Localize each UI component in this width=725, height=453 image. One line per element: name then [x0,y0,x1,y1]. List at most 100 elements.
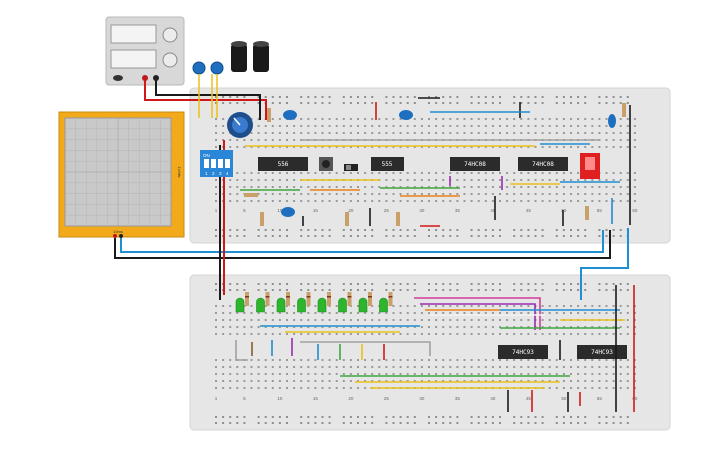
top-board-wires [240,97,631,227]
led[interactable] [358,297,368,313]
column-number: 55 [597,396,603,401]
column-number: 40 [490,208,496,213]
trimmer-1 [192,61,206,75]
chip-555[interactable]: 555 [371,157,404,171]
chip-74hc93-1[interactable]: 74HC93 [498,345,548,359]
power-button[interactable] [113,75,123,81]
dip-num-2: 2 [212,171,215,176]
column-number: 10 [277,208,283,213]
column-number: 35 [455,208,461,213]
column-number: 15 [313,208,319,213]
column-number: 5 [243,396,246,401]
blue-trimmers[interactable] [192,61,224,118]
column-number: 30 [419,208,425,213]
led[interactable] [338,297,347,313]
resistor-band [327,296,331,298]
red-slide-switch[interactable] [580,153,600,179]
chip-74hc93-2-label: 74HC93 [591,349,613,356]
column-number: 25 [384,208,390,213]
column-number: 30 [419,396,425,401]
led-resistor[interactable] [388,292,393,306]
chip-74hc93-1-label: 74HC93 [512,349,534,356]
column-number: 1 [215,396,218,401]
resistor-band [347,296,352,298]
led-resistor[interactable] [245,292,249,306]
trimmer-2 [210,61,224,75]
small-slide-switch[interactable] [344,164,358,171]
resistor-band [245,296,249,298]
led-resistor[interactable] [327,292,331,306]
led[interactable] [379,297,388,313]
dip-num-1: 1 [205,171,208,176]
led[interactable] [276,297,286,313]
led[interactable] [235,297,245,313]
oscilloscope-grid [65,118,171,226]
oscilloscope-probe-minus[interactable] [119,234,123,238]
voltage-knob[interactable] [162,27,178,43]
resistor-band [368,296,372,298]
wire-link-blue [580,228,629,300]
current-knob[interactable] [162,52,178,68]
led-resistor[interactable] [368,292,372,306]
oscilloscope-bottom-label: 10ms [113,229,123,234]
bottom-board-wires [235,285,635,412]
dip-num-3: 3 [219,171,222,176]
led[interactable] [297,297,306,313]
led-resistor[interactable] [265,292,270,306]
oscilloscope-probe-plus[interactable] [113,234,117,238]
column-number: 1 [215,208,218,213]
wire-osc-black [114,230,611,259]
resistors-top[interactable] [244,103,626,226]
column-number: 60 [632,396,638,401]
led[interactable] [256,297,265,313]
chip-74hc08-2-label: 74HC08 [532,161,554,168]
oscilloscope[interactable]: 1V/div 10ms [58,111,185,238]
led-resistor[interactable] [306,292,311,306]
chip-556-label: 556 [278,161,289,168]
column-number: 50 [561,208,567,213]
chip-556[interactable]: 556 [258,157,308,171]
column-number: 15 [313,396,319,401]
resistor-band [286,296,290,298]
ceramic-capacitors[interactable] [281,110,616,217]
minus-terminal[interactable] [153,75,159,81]
chip-74hc08-1[interactable]: 74HC08 [450,157,500,171]
resistor-band [388,296,393,298]
column-number: 45 [526,208,532,213]
column-number: 45 [526,396,532,401]
wire-supply-black [155,80,261,120]
dip-switch[interactable]: ON 1 2 3 4 [200,150,233,177]
chip-74hc08-2[interactable]: 74HC08 [518,157,568,171]
led-resistor[interactable] [347,292,352,306]
led[interactable] [317,297,327,313]
dip-num-4: 4 [226,171,229,176]
column-number: 50 [561,396,567,401]
wire-supply-red [144,80,267,120]
resistor-band [265,296,270,298]
column-number: 35 [455,396,461,401]
wire-osc-blue [120,230,604,253]
led-bank[interactable] [235,292,393,313]
column-number: 10 [277,396,283,401]
chip-74hc93-2[interactable]: 74HC93 [577,345,627,359]
push-button[interactable] [319,157,333,171]
oscilloscope-side-label: 1V/div [177,166,182,177]
column-number: 20 [348,208,354,213]
potentiometer[interactable] [227,112,253,138]
dip-on-label: ON [203,153,210,158]
column-number: 40 [490,396,496,401]
column-number: 55 [597,208,603,213]
chip-74hc08-1-label: 74HC08 [464,161,486,168]
led-resistor[interactable] [286,292,290,306]
column-number: 5 [243,208,246,213]
column-number: 20 [348,396,354,401]
power-supply[interactable] [105,16,185,86]
chip-555-label: 555 [382,161,393,168]
column-number: 60 [632,208,638,213]
plus-terminal[interactable] [142,75,148,81]
electrolytic-capacitors[interactable] [231,41,269,72]
